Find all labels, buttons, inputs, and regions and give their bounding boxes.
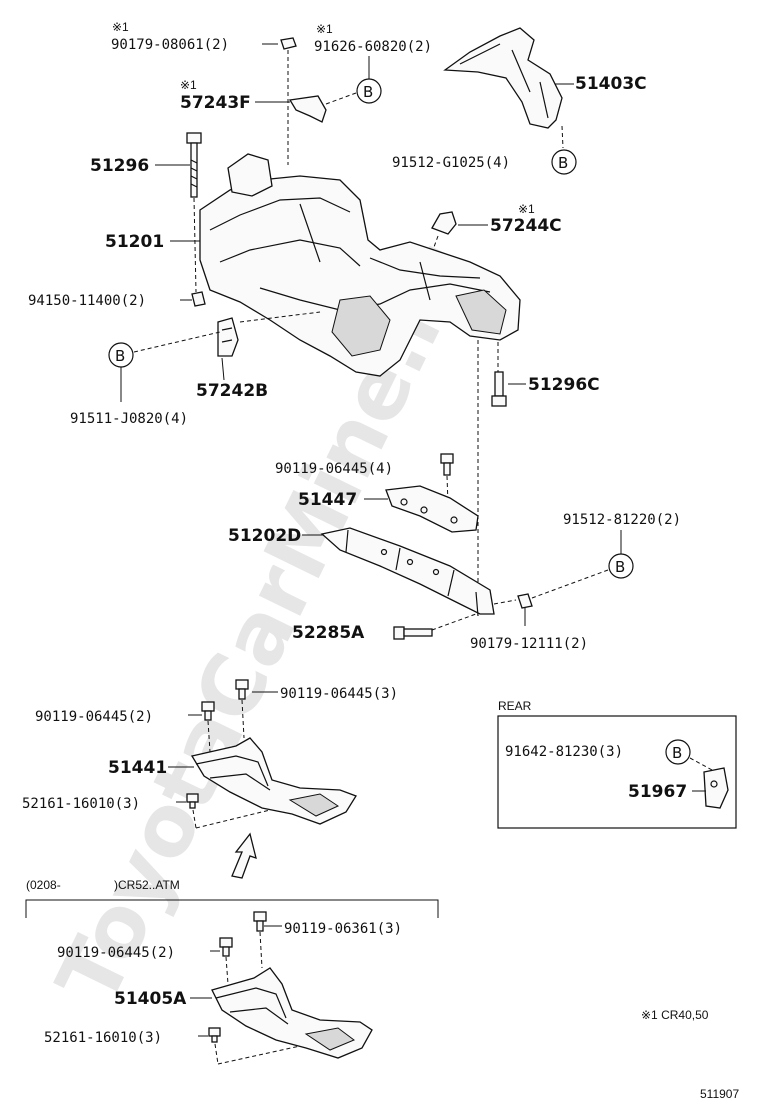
part-number-90179-08061[interactable]: 90179-08061(2) [111, 37, 229, 53]
part-number-90119-06445-2b[interactable]: 90119-06445(2) [57, 945, 175, 961]
bolt-51296-drawing [186, 132, 202, 198]
note-mark: ※1 [518, 202, 535, 216]
bolt-90119-06445-drawing [440, 453, 454, 476]
svg-text:B: B [672, 744, 682, 762]
part-number-91626-60820[interactable]: 91626-60820(2) [314, 39, 432, 55]
part-number-51201[interactable]: 51201 [105, 232, 164, 252]
part-number-52161-16010-a[interactable]: 52161-16010(3) [22, 796, 140, 812]
ref-circle-b: B [108, 342, 134, 368]
bolt-90119-06361-drawing [253, 911, 267, 932]
clip-52161-16010-drawing [208, 1027, 221, 1043]
footnote: ※1 CR40,50 [641, 1008, 709, 1022]
part-number-51405A[interactable]: 51405A [114, 989, 187, 1009]
note-mark: ※1 [112, 20, 129, 34]
note-mark: ※1 [180, 78, 197, 92]
part-number-90119-06445-2[interactable]: 90119-06445(2) [35, 709, 153, 725]
part-number-91511-J0820[interactable]: 91511-J0820(4) [70, 411, 188, 427]
nut-90179-08061-drawing [280, 37, 297, 165]
range-bracket [25, 899, 439, 918]
part-number-90119-06445-3[interactable]: 90119-06445(3) [280, 686, 398, 702]
diagram-code: 511907 [700, 1087, 739, 1101]
crossmember-51201-drawing [199, 153, 521, 377]
part-number-51447[interactable]: 51447 [298, 490, 357, 510]
clip-52161-16010-drawing [186, 793, 199, 809]
part-number-52161-16010-b[interactable]: 52161-16010(3) [44, 1030, 162, 1046]
ref-circle-b: B [665, 739, 691, 765]
ref-circle-b: B [608, 553, 634, 579]
bracket-57243F-drawing [288, 95, 327, 123]
part-number-57244C[interactable]: 57244C [490, 216, 562, 236]
range-condition: )CR52..ATM [114, 878, 180, 892]
crossmember-51202D-drawing [320, 527, 495, 617]
nut-94150-11400-drawing [191, 291, 206, 307]
range-start: (0208- [26, 878, 61, 892]
part-number-57242B[interactable]: 57242B [196, 381, 268, 401]
cover-51405A-drawing [211, 967, 373, 1059]
part-number-52285A[interactable]: 52285A [292, 623, 365, 643]
part-number-91512-G1025[interactable]: 91512-G1025(4) [392, 155, 510, 171]
bracket-57242B-drawing [217, 317, 239, 357]
rear-title: REAR [498, 699, 532, 713]
part-number-51967[interactable]: 51967 [628, 782, 687, 802]
bolt-52285A-drawing [393, 626, 433, 640]
bolt-90119-06445-drawing [201, 701, 215, 721]
bracket-51403C-drawing [443, 27, 563, 129]
part-number-91642-81230[interactable]: 91642-81230(3) [505, 744, 623, 760]
part-number-51403C[interactable]: 51403C [575, 74, 647, 94]
part-number-51202D[interactable]: 51202D [228, 526, 301, 546]
part-number-94150-11400[interactable]: 94150-11400(2) [28, 293, 146, 309]
bracket-51967-drawing [703, 767, 729, 809]
bracket-51447-drawing [385, 485, 479, 533]
part-number-57243F[interactable]: 57243F [180, 93, 251, 113]
part-number-90179-12111[interactable]: 90179-12111(2) [470, 636, 588, 652]
ref-circle-b: B [356, 78, 382, 104]
part-number-51296[interactable]: 51296 [90, 156, 149, 176]
bolt-90119-06445-drawing [235, 679, 249, 700]
note-mark: ※1 [316, 22, 333, 36]
svg-text:B: B [363, 83, 373, 101]
bracket-57244C-drawing [431, 211, 457, 235]
part-number-51296C[interactable]: 51296C [528, 375, 600, 395]
nut-90179-12111-drawing [517, 593, 533, 609]
svg-text:B: B [115, 347, 125, 365]
bolt-90119-06445-drawing [219, 937, 233, 957]
rear-inset-box [497, 715, 737, 829]
svg-text:B: B [558, 154, 568, 172]
cover-51441-drawing [190, 737, 357, 825]
part-number-91512-81220[interactable]: 91512-81220(2) [563, 512, 681, 528]
part-number-90119-06445-4[interactable]: 90119-06445(4) [275, 461, 393, 477]
svg-text:B: B [615, 558, 625, 576]
part-number-90119-06361[interactable]: 90119-06361(3) [284, 921, 402, 937]
part-number-51441[interactable]: 51441 [108, 758, 167, 778]
bolt-51296C-drawing [491, 371, 507, 407]
direction-arrow-icon [231, 832, 257, 879]
ref-circle-b: B [551, 149, 577, 175]
